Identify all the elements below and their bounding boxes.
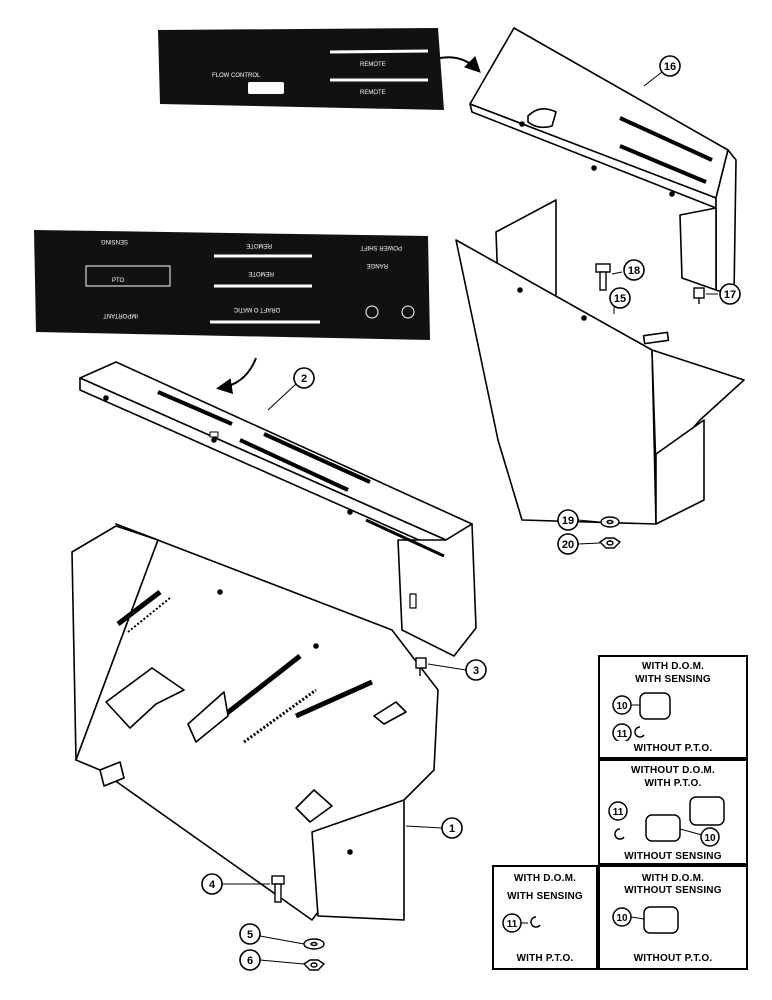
panel-b-parts: 11 10 <box>608 796 725 847</box>
flow-control-knob-slot <box>248 82 284 94</box>
part-1-main-frame <box>71 523 439 921</box>
decal-flow-control-label: FLOW CONTROL <box>212 73 261 79</box>
part-15-upper-support <box>455 199 745 525</box>
decal-remote-label-3: REMOTE <box>246 242 272 248</box>
panel-a-line1: WITH D.O.M. <box>641 661 705 672</box>
callout-4: 4 <box>201 873 270 895</box>
decal-range-label: RANGE <box>367 262 388 268</box>
washer-19 <box>600 516 620 528</box>
part-16-upper-cover <box>469 27 737 297</box>
svg-text:6: 6 <box>247 955 253 967</box>
panel-a-parts: 10 11 <box>612 692 671 741</box>
panel-c-callout-11: 11 <box>507 919 518 930</box>
nut-6 <box>302 959 326 971</box>
panel-d-footer: WITHOUT P.T.O. <box>633 953 713 964</box>
svg-text:16: 16 <box>664 61 676 73</box>
callout-20: 20 <box>557 533 601 555</box>
panel-a-footer: WITHOUT P.T.O. <box>633 743 713 754</box>
variant-panel-a: WITH D.O.M. WITH SENSING 10 11 WITHOUT P… <box>598 655 748 759</box>
panel-b-callout-11: 11 <box>613 807 624 818</box>
part-2-decal-plate <box>79 361 477 657</box>
panel-c-footer: WITH P.T.O. <box>516 953 574 964</box>
callout-15: 15 <box>609 287 631 314</box>
washer-5 <box>303 938 325 950</box>
callout-16: 16 <box>643 55 681 87</box>
callout-6: 6 <box>239 949 305 971</box>
decal-remote-slot-1 <box>329 49 429 54</box>
panel-b-line2: WITH P.T.O. <box>644 778 702 789</box>
decal-sensing-label: SENSING <box>101 238 128 244</box>
decal-remote-label-2: REMOTE <box>360 90 386 96</box>
decal-arrow-upper <box>439 55 481 73</box>
variant-panel-b: WITHOUT D.O.M. WITH P.T.O. 11 10 WITHOUT… <box>598 759 748 865</box>
panel-c-line2: WITH SENSING <box>507 891 583 902</box>
upper-decal: FLOW CONTROL REMOTE REMOTE <box>158 28 444 110</box>
decal-remote-label-1: REMOTE <box>360 62 386 68</box>
bolt-4 <box>271 875 285 903</box>
decal-important-label: IMPORTANT <box>103 312 138 318</box>
panel-d-parts: 10 <box>612 906 679 934</box>
svg-text:20: 20 <box>562 539 574 551</box>
variant-panel-d: WITH D.O.M. WITHOUT SENSING 10 WITHOUT P… <box>598 865 748 970</box>
panel-b-footer: WITHOUT SENSING <box>624 851 722 862</box>
panel-d-line2: WITHOUT SENSING <box>624 885 722 896</box>
svg-text:19: 19 <box>562 515 574 527</box>
callout-19: 19 <box>557 509 601 531</box>
panel-b-line1: WITHOUT D.O.M. <box>631 765 715 776</box>
panel-c-parts: 11 <box>502 913 541 933</box>
bolt-17 <box>693 287 705 304</box>
svg-text:17: 17 <box>724 289 736 301</box>
callout-18: 18 <box>611 259 645 281</box>
panel-a-callout-10: 10 <box>616 701 628 712</box>
bolt-3 <box>415 657 427 676</box>
panel-a-callout-11: 11 <box>617 729 628 740</box>
svg-text:18: 18 <box>628 265 640 277</box>
panel-a-line2: WITH SENSING <box>635 674 711 685</box>
svg-text:3: 3 <box>473 665 479 677</box>
decal-power-shift-label: POWER SHIFT <box>360 244 402 250</box>
decal-pto-label: PTO <box>112 278 125 284</box>
panel-c-line1: WITH D.O.M. <box>513 873 577 884</box>
lower-decal: SENSING PTO IMPORTANT REMOTE REMOTE DRAF… <box>34 230 430 340</box>
svg-text:5: 5 <box>247 929 253 941</box>
callout-17: 17 <box>706 283 741 305</box>
bolt-18 <box>595 263 611 291</box>
svg-text:15: 15 <box>614 293 626 305</box>
decal-draft-o-matic-label: DRAFT O MATIC <box>233 306 280 312</box>
nut-20 <box>598 537 622 549</box>
svg-text:1: 1 <box>449 823 455 835</box>
svg-text:2: 2 <box>301 373 307 385</box>
variant-panel-c: WITH D.O.M. WITH SENSING 11 WITH P.T.O. <box>492 865 598 970</box>
callout-5: 5 <box>239 923 305 945</box>
callout-1: 1 <box>405 817 463 839</box>
panel-d-callout-10: 10 <box>616 913 628 924</box>
decal-arrow-lower <box>216 357 257 395</box>
panel-d-line1: WITH D.O.M. <box>641 873 705 884</box>
decal-remote-label-4: REMOTE <box>248 270 274 276</box>
svg-text:4: 4 <box>209 879 216 891</box>
callout-2: 2 <box>267 367 315 411</box>
callout-3: 3 <box>427 659 487 681</box>
panel-b-callout-10: 10 <box>704 833 716 844</box>
